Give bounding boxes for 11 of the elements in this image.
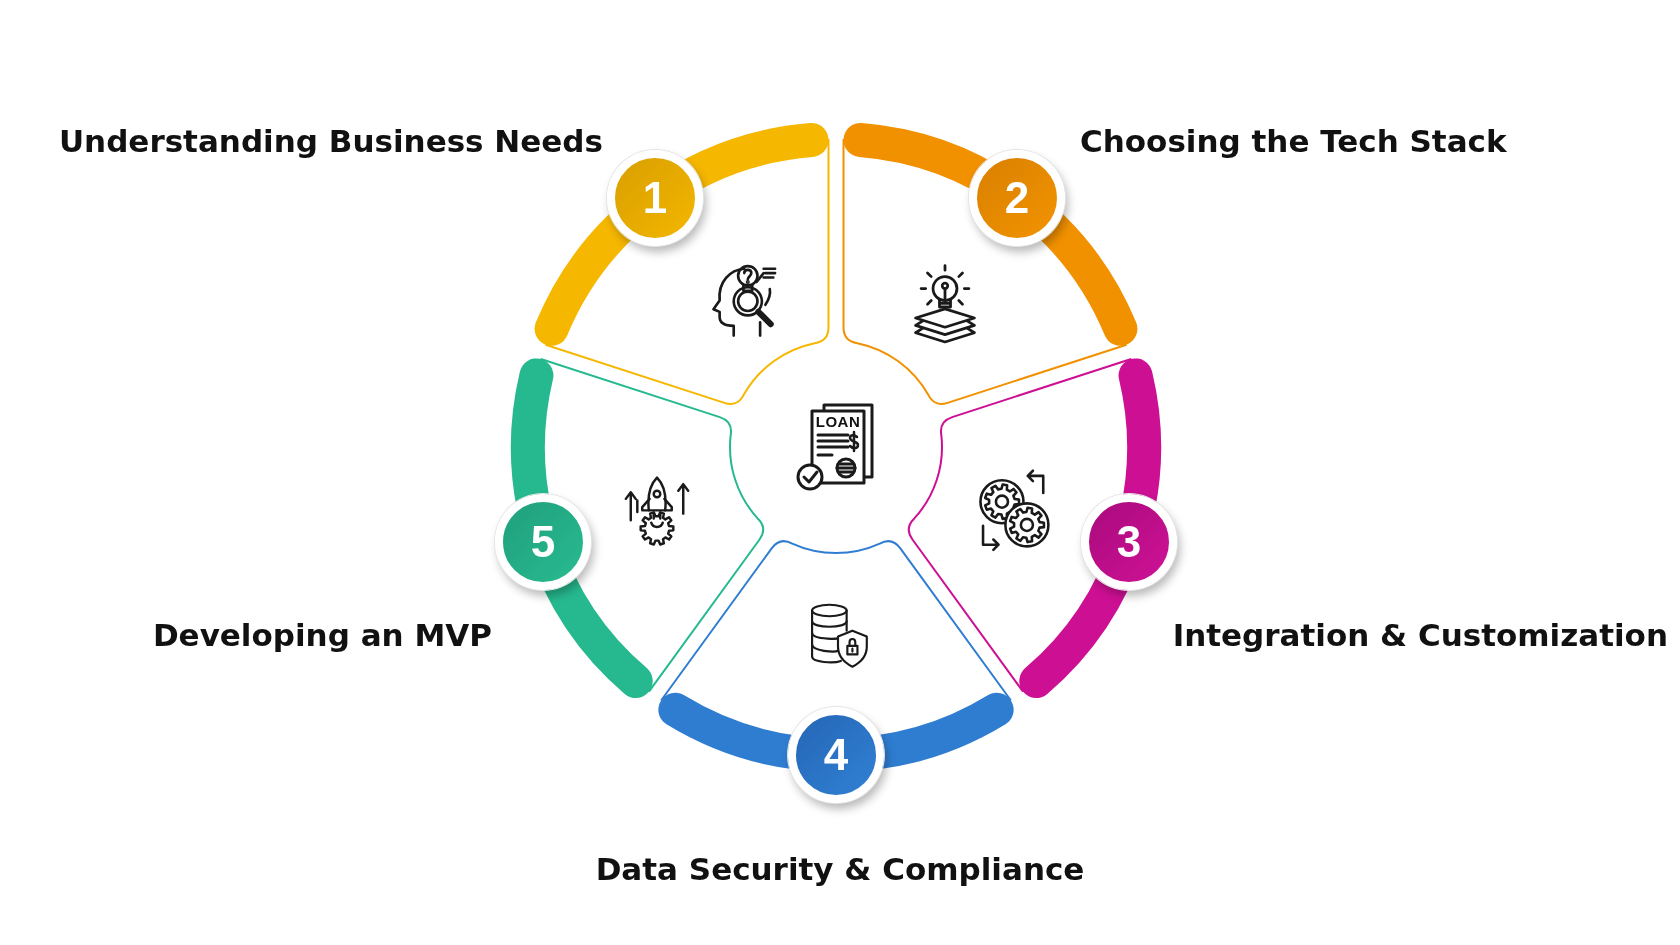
document-title: LOAN [815,414,861,429]
step-title: Data Security & Compliance [595,852,1085,888]
step-number-badge: 4 [788,707,884,803]
step-number-badge: 3 [1080,494,1177,591]
step-title: Developing an MVP [152,618,492,654]
step-title: Understanding Business Needs [58,124,603,160]
step-number-badge: 2 [969,149,1066,246]
step-number-badge: 5 [495,494,592,591]
step-title: Integration & Customization [1172,618,1668,654]
step-number-badge: 1 [606,149,703,246]
step-title: Choosing the Tech Stack [1080,124,1507,160]
